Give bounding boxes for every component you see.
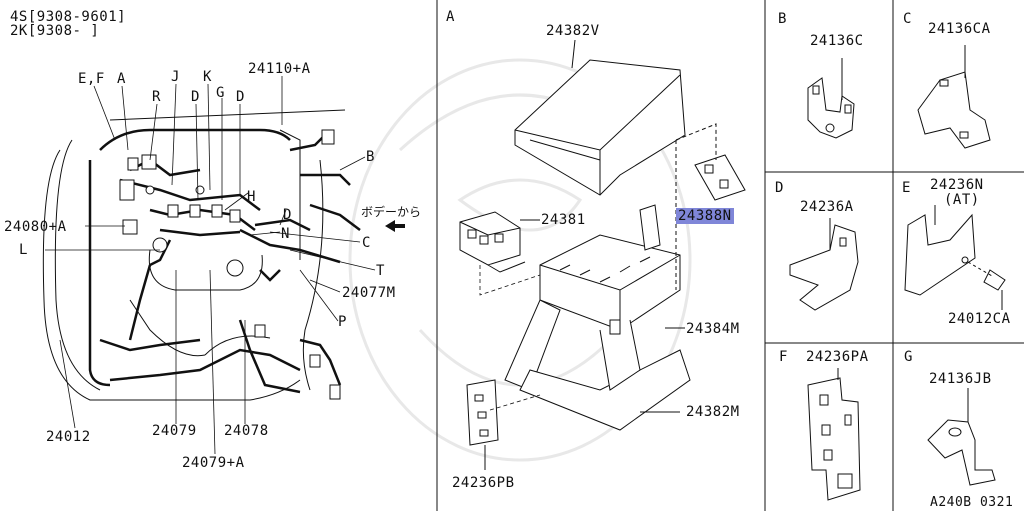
fuse-box-body: [504, 204, 691, 431]
callout-d2: D: [236, 89, 245, 105]
bracket-24388n: [675, 123, 746, 290]
panel-d-letter: D: [775, 180, 784, 196]
callout-24079: 24079: [152, 423, 197, 439]
callout-24079a: 24079+A: [182, 455, 245, 471]
bracket-g-drawing: [927, 388, 996, 486]
callout-24388n: 24388N: [676, 208, 734, 224]
highlight-24388n: 24388N: [676, 208, 734, 224]
bracket-c-drawing: [917, 45, 991, 149]
panel-e-letter: E: [902, 180, 911, 196]
callout-24012: 24012: [46, 429, 91, 445]
fuse-box-cover: [514, 39, 686, 196]
callout-h: H: [247, 189, 256, 205]
panel-c-letter: C: [903, 11, 912, 27]
bracket-e-drawing: [904, 205, 1006, 310]
callout-at-note: (AT): [944, 192, 980, 208]
body-from-label: ボデーから: [361, 205, 422, 219]
callout-24381: 24381: [541, 212, 586, 228]
relay-block: [459, 211, 540, 273]
main-leader-lines: [45, 76, 376, 455]
body-arrow: [385, 220, 405, 232]
callout-24110a: 24110+A: [248, 61, 311, 77]
panel-b-letter: B: [778, 11, 787, 27]
callout-24236pb: 24236PB: [452, 475, 515, 491]
callout-l: L: [19, 242, 28, 258]
callout-24236n: 24236N: [930, 177, 984, 193]
callout-24012ca: 24012CA: [948, 311, 1011, 327]
bracket-b-drawing: [807, 58, 855, 139]
bracket-d-drawing: [789, 218, 859, 311]
harness-outline: [42, 109, 346, 401]
callout-24382m: 24382M: [686, 404, 740, 420]
callout-p: P: [338, 314, 347, 330]
panel-a-dashed: [479, 265, 541, 411]
callout-24236a: 24236A: [800, 199, 854, 215]
panel-a-letter: A: [446, 9, 455, 25]
callout-24136c: 24136C: [810, 33, 864, 49]
callout-24136ca: 24136CA: [928, 21, 991, 37]
callout-d3: D: [283, 207, 292, 223]
callout-a: A: [117, 71, 126, 87]
callout-g: G: [216, 85, 225, 101]
callout-d1: D: [191, 89, 200, 105]
panel-f-letter: F: [779, 349, 788, 365]
callout-b: B: [366, 149, 375, 165]
bracket-f-drawing: [807, 368, 861, 501]
callout-24077m: 24077M: [342, 285, 396, 301]
callout-ef: E,F: [78, 71, 105, 87]
header-line-1: 4S[9308-9601]: [10, 9, 127, 25]
header-line-2: 2K[9308- ]: [10, 23, 100, 39]
callout-24136jb: 24136JB: [929, 371, 992, 387]
callout-24236pa: 24236PA: [806, 349, 869, 365]
diagram-code: A240B 0321: [930, 495, 1014, 510]
callout-t: T: [376, 263, 385, 279]
callout-n: N: [281, 226, 290, 242]
callout-24080a: 24080+A: [4, 219, 67, 235]
panel-dividers: [436, 0, 1024, 511]
callout-r: R: [152, 89, 161, 105]
callout-24078: 24078: [224, 423, 269, 439]
callout-j: J: [171, 69, 180, 85]
callout-c: C: [362, 235, 371, 251]
callout-k: K: [203, 69, 212, 85]
callout-24384m: 24384M: [686, 321, 740, 337]
callout-24382v: 24382V: [546, 23, 600, 39]
bracket-24236pb: [466, 379, 499, 470]
panel-g-letter: G: [904, 349, 913, 365]
